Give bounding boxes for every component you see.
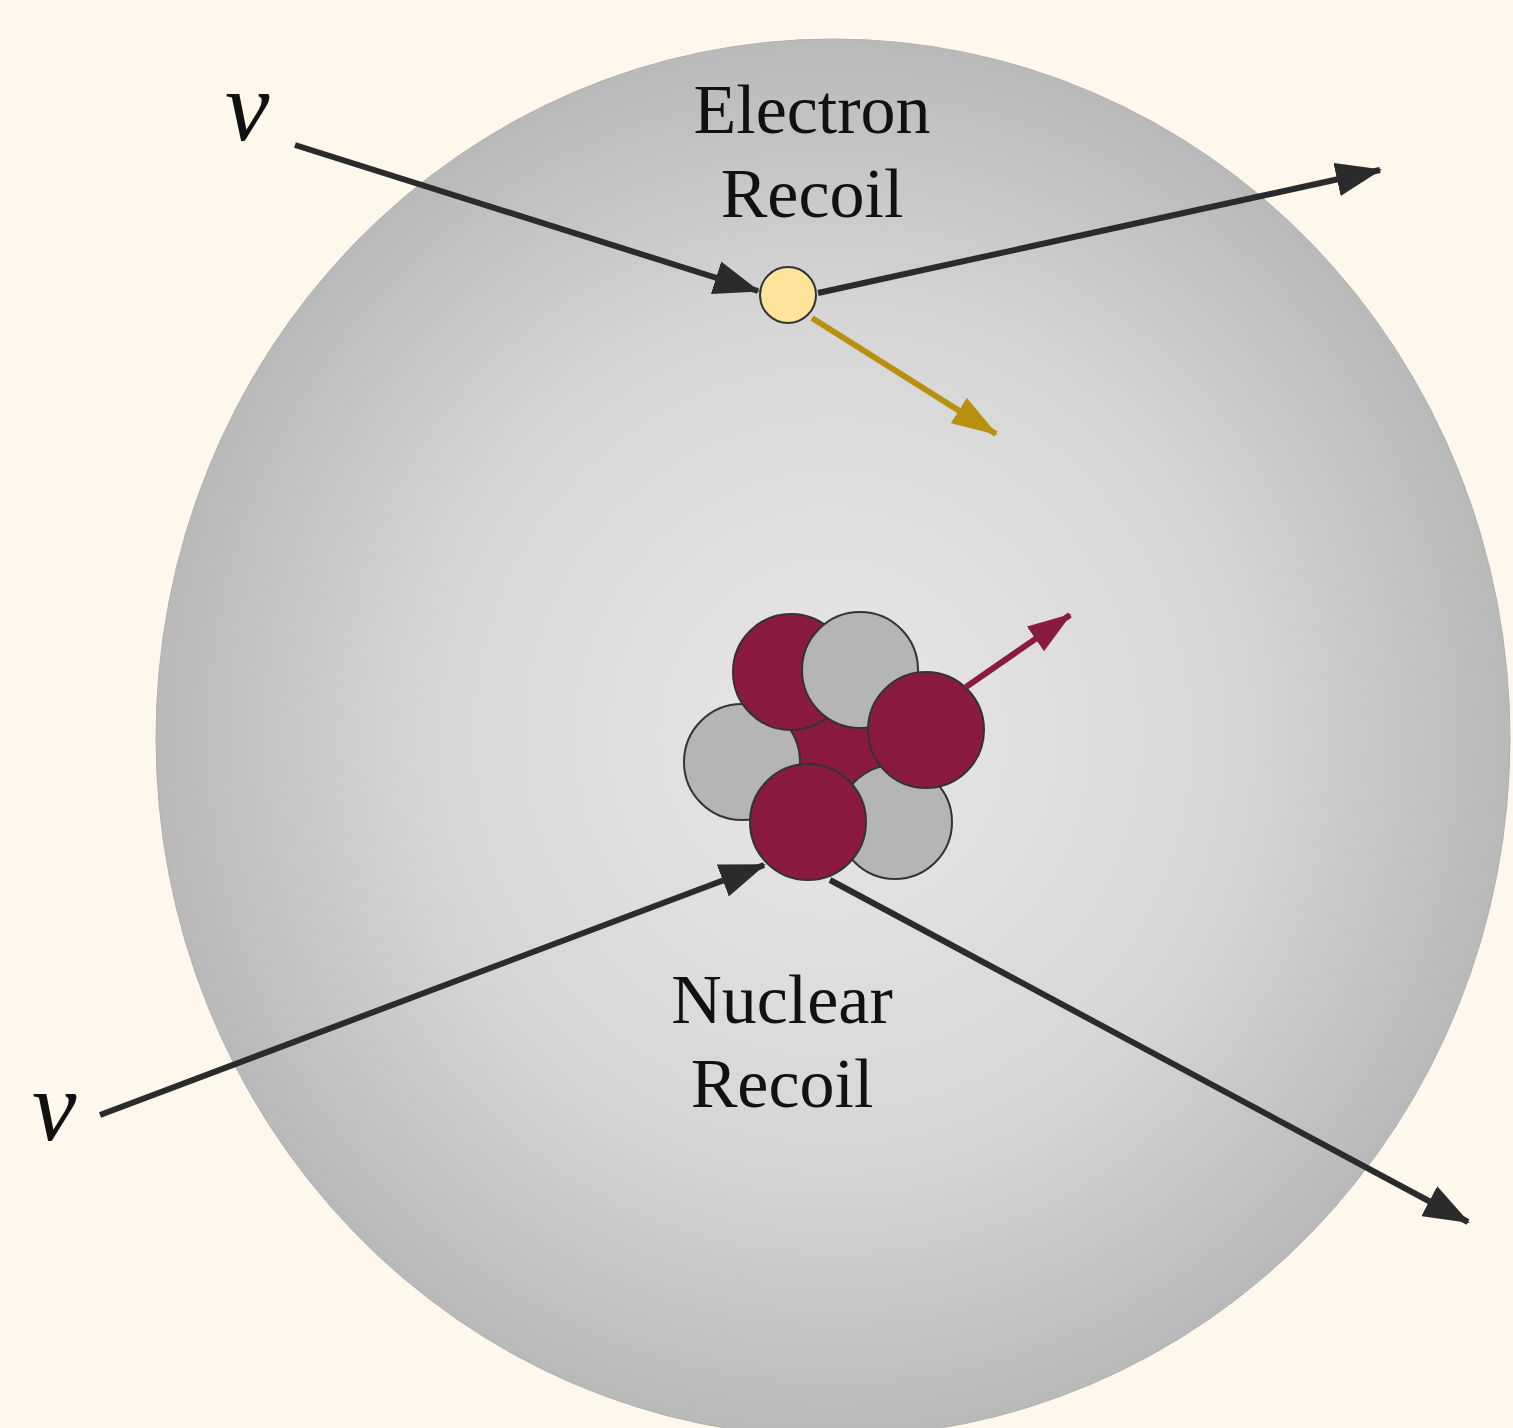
neutrino-symbol: ν	[225, 57, 269, 157]
sphere-node: Electron RecoilNuclear Recoil	[155, 38, 1511, 1428]
region-label: Electron Recoil	[642, 68, 982, 236]
sphere	[156, 39, 1510, 1428]
neutrino-track	[295, 145, 758, 291]
nuclear-recoil-arrow	[966, 615, 1070, 687]
electron	[760, 267, 816, 323]
electron-recoil-arrow	[812, 318, 996, 434]
proton	[750, 764, 866, 880]
region-label: Nuclear Recoil	[612, 958, 952, 1126]
neutrino-symbol: ν	[32, 1057, 76, 1157]
neutrino-track	[830, 880, 1468, 1222]
neutrino-track	[100, 865, 764, 1115]
proton	[868, 672, 984, 788]
nucleus	[684, 612, 984, 880]
